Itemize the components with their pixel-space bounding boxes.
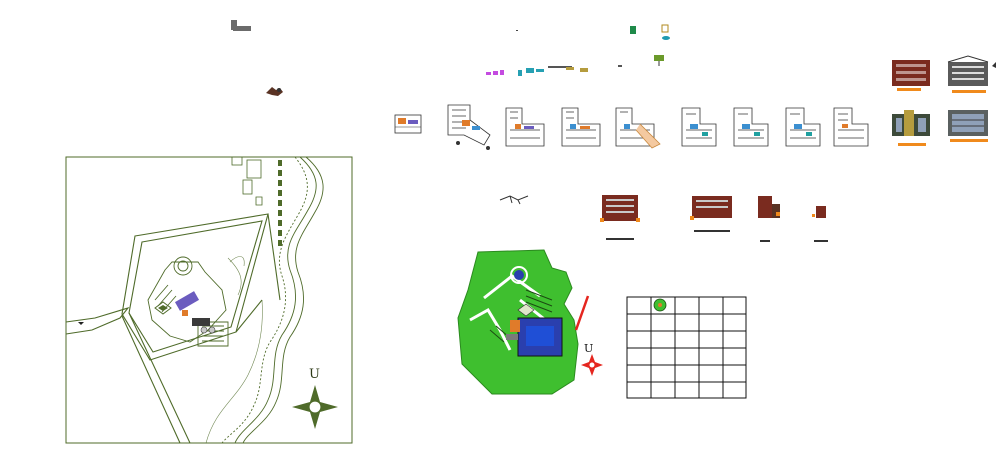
grid-table (626, 296, 747, 399)
floor-plan-3 (505, 107, 545, 147)
floor-plan-1 (394, 114, 422, 134)
north-label: U (309, 367, 320, 382)
section-5 (812, 206, 828, 242)
section-1 (499, 195, 529, 205)
tree-row (278, 160, 282, 246)
floor-plan-2 (447, 104, 491, 150)
elevation-2 (947, 55, 996, 93)
section-4 (758, 196, 780, 242)
river (221, 156, 324, 444)
section-3 (690, 196, 732, 232)
site-plan-frame (65, 156, 353, 444)
sections-row (499, 195, 828, 242)
tiny-symbols-cluster (486, 24, 670, 76)
elevation-1 (892, 60, 930, 91)
elevations (892, 55, 996, 146)
color-site-plan: U (457, 249, 603, 395)
elevation-4 (948, 110, 988, 142)
stray-symbol (266, 87, 283, 96)
building-core (154, 291, 216, 334)
stray-block-small (231, 20, 251, 31)
floor-plan-4 (561, 107, 601, 147)
floor-plans-row (394, 104, 869, 150)
floor-plan-8 (785, 107, 821, 147)
floor-plan-9 (833, 107, 869, 147)
red-boundary-line (574, 295, 590, 331)
elevation-3 (892, 110, 930, 146)
section-2 (600, 195, 640, 240)
floor-plan-5 (615, 107, 661, 149)
floor-plan-7 (733, 107, 769, 147)
site-plan: U (65, 156, 353, 444)
building-complex (147, 256, 229, 347)
floor-plan-6 (681, 107, 717, 147)
north-label-color: U (584, 342, 593, 355)
site-boundary (65, 213, 281, 444)
grid-table-icon-cell (653, 298, 667, 312)
north-arrow-site: U (292, 367, 338, 429)
